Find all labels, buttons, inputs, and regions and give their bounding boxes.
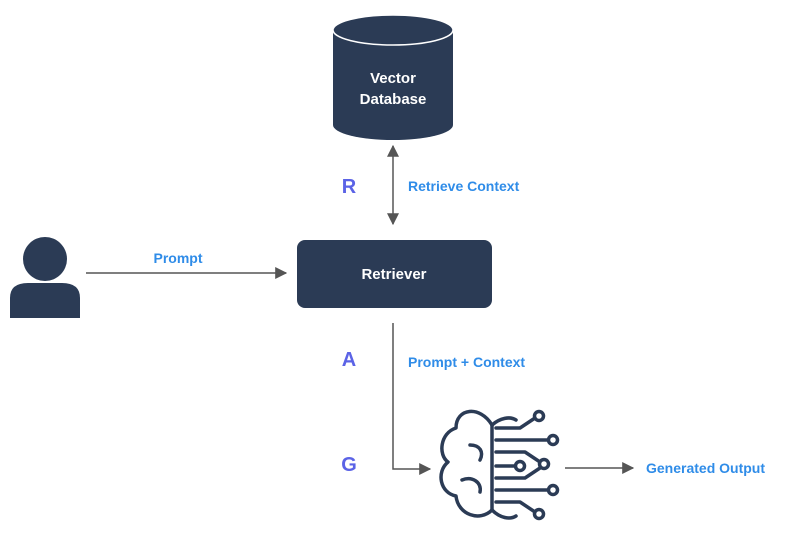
database-label-line1: Vector: [370, 70, 416, 87]
user-icon: [10, 237, 80, 318]
step-g-label: G: [341, 454, 357, 476]
retriever-node: Retriever: [297, 240, 492, 308]
retrieve-context-label: Retrieve Context: [408, 178, 520, 194]
brain-circuit-icon: [439, 409, 560, 521]
prompt-label: Prompt: [154, 250, 203, 266]
prompt-context-label: Prompt + Context: [408, 354, 525, 370]
generated-output-label: Generated Output: [646, 460, 765, 476]
database-label-line2: Database: [360, 91, 427, 108]
retriever-label: Retriever: [361, 266, 426, 283]
database-cylinder-icon: [333, 30, 453, 140]
vector-database-node: Vector Database: [332, 14, 454, 140]
prompt-context-arrow: [392, 323, 432, 475]
step-a-label: A: [342, 349, 356, 371]
step-r-label: R: [342, 176, 357, 198]
